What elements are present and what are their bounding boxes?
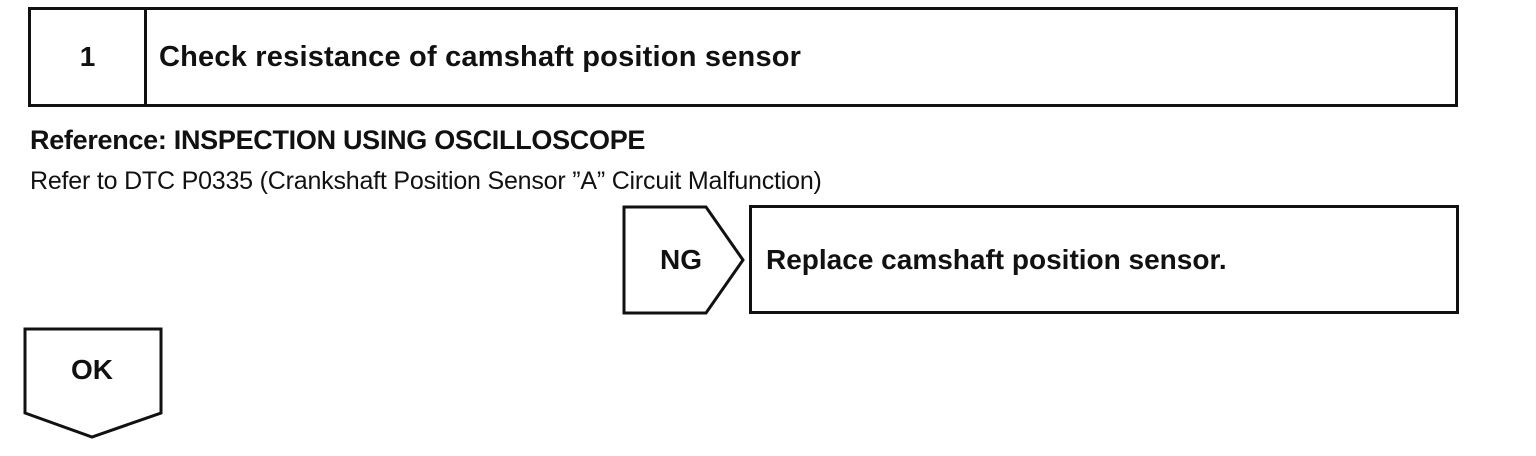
step-header-box: 1 Check resistance of camshaft position … (28, 7, 1458, 107)
ng-label: NG (660, 244, 702, 275)
reference-text: Refer to DTC P0335 (Crankshaft Position … (30, 167, 822, 195)
reference-heading: Reference: INSPECTION USING OSCILLOSCOPE (30, 125, 646, 155)
ok-label: OK (71, 354, 113, 385)
step-title: Check resistance of camshaft position se… (159, 40, 802, 73)
step-number: 1 (31, 10, 147, 104)
ng-action-box: Replace camshaft position sensor. (749, 205, 1459, 314)
ng-arrow-shape (622, 205, 745, 315)
ok-arrow-shape (23, 327, 163, 439)
